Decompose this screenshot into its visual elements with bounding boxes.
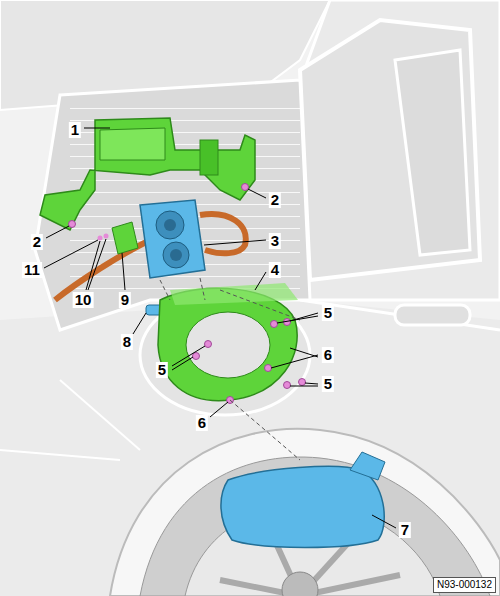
drawing-number: N93-000132 xyxy=(433,577,496,593)
callout-number: 1 xyxy=(69,122,81,138)
callout-number: 4 xyxy=(269,262,281,278)
callout-number: 9 xyxy=(119,292,131,308)
callout-number: 2 xyxy=(31,234,43,250)
callout-number: 6 xyxy=(322,347,334,363)
callout-number: 5 xyxy=(322,376,334,392)
callout-number: 11 xyxy=(22,262,42,278)
callout-number: 6 xyxy=(196,415,208,431)
callout-number: 2 xyxy=(269,192,281,208)
callout-number: 3 xyxy=(269,233,281,249)
callout-number: 10 xyxy=(73,292,94,308)
callout-number: 5 xyxy=(322,305,334,321)
callout-number: 7 xyxy=(399,522,411,538)
callout-number: 5 xyxy=(156,362,168,378)
callout-number: 8 xyxy=(121,334,133,350)
